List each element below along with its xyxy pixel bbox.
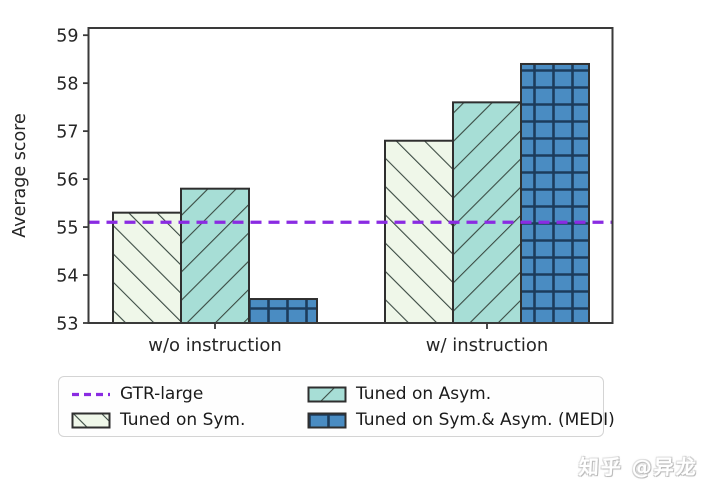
legend-label-2: Tuned on Asym. [356,383,492,404]
bar-series2-cat1-hatch [521,63,589,323]
y-tick-label-55: 55 [56,218,78,238]
y-tick-label-53: 53 [56,314,78,334]
bar-chart-plot: 53 54 55 56 57 58 59 w/o instruction w/ instruct… [10,26,614,356]
y-tick-label-54: 54 [56,266,78,286]
bar-series1-cat1-hatch [453,102,521,323]
legend-item-1: Tuned on Sym. [71,409,307,430]
y-axis-label: Average score [10,113,30,237]
y-tick-label-57: 57 [56,122,78,142]
bar-series1-cat0-hatch [181,188,249,323]
legend-item-3: Tuned on Sym.& Asym. (MEDI) [307,409,615,430]
legend-swatch-series-2-icon [307,412,347,428]
legend-label-0: GTR-large [120,383,204,404]
bar-series0-cat1-hatch [385,140,453,323]
y-tick-label-56: 56 [56,170,78,190]
axes-box [87,27,614,324]
x-category-label-1: w/ instruction [426,335,549,356]
bar-series0-cat0-hatch [113,212,181,323]
legend-swatch-series-0-icon [71,412,111,428]
legend-item-0: GTR-large [71,383,307,404]
legend-label-3: Tuned on Sym.& Asym. (MEDI) [356,409,615,430]
legend-swatch-dashed-line-icon [72,392,110,396]
legend-label-1: Tuned on Sym. [120,409,246,430]
x-category-label-0: w/o instruction [148,335,282,356]
y-tick-label-59: 59 [56,26,78,46]
y-tick-label-58: 58 [56,74,78,94]
legend-swatch-series-1-icon [307,386,347,402]
legend-item-2: Tuned on Asym. [307,383,615,404]
watermark: 知乎 @异龙 [578,455,699,479]
bar-series2-cat0-hatch [249,299,317,323]
